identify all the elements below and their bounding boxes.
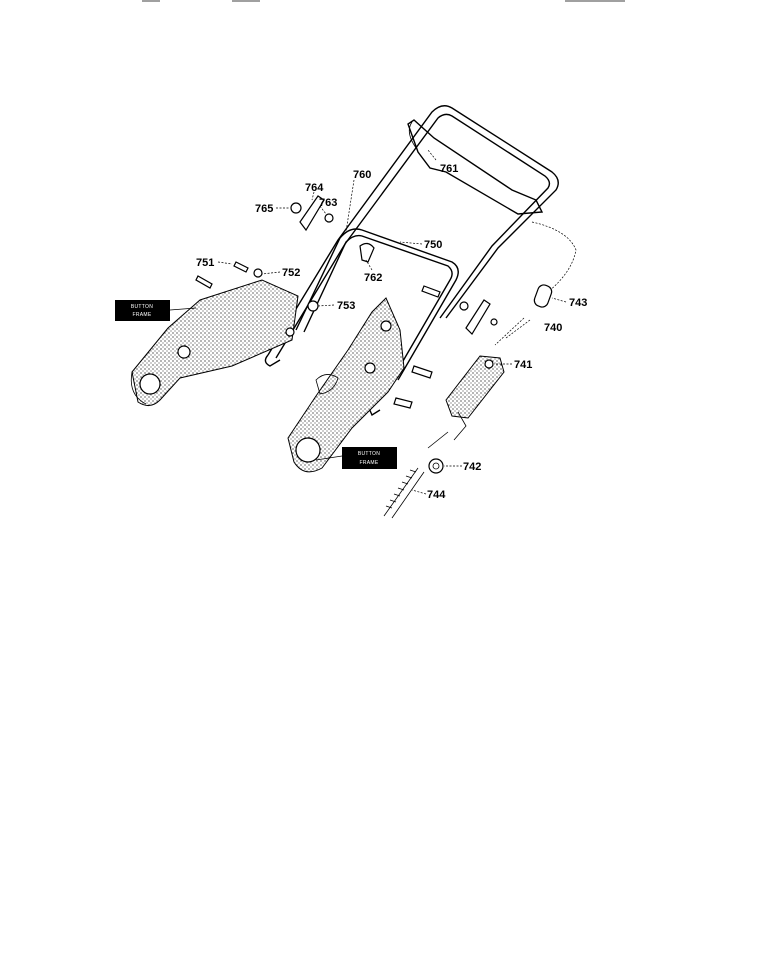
callout-764: 764	[305, 182, 324, 194]
cable-tube	[505, 284, 553, 339]
callout-753: 753	[337, 300, 355, 312]
right-frame-label-line2: FRAME	[360, 460, 379, 466]
callout-751: 751	[196, 257, 214, 269]
right-frame-label-line1: BUTTON	[358, 451, 380, 457]
control-cable	[494, 221, 577, 346]
callout-744: 744	[427, 489, 446, 501]
callout-741: 741	[514, 359, 532, 371]
callout-leaders	[217, 149, 567, 495]
fastener-hardware	[195, 195, 498, 409]
extension-spring	[383, 467, 425, 519]
left-frame-label-line2: FRAME	[133, 312, 152, 318]
callout-numbers: 761 760 764 763 765 750 762 751 752 753 …	[196, 163, 587, 501]
callout-763: 763	[319, 197, 337, 209]
callout-742: 742	[463, 461, 481, 473]
right-frame-label: BUTTON FRAME	[315, 447, 397, 469]
control-bail	[407, 119, 544, 215]
callout-762: 762	[364, 272, 382, 284]
left-frame-label: BUTTON FRAME	[115, 300, 197, 321]
callout-740: 740	[544, 322, 562, 334]
callout-752: 752	[282, 267, 300, 279]
callout-761: 761	[440, 163, 458, 175]
callout-750: 750	[424, 239, 442, 251]
callout-760: 760	[353, 169, 371, 181]
right-button-frame	[287, 297, 405, 473]
left-button-frame	[130, 279, 299, 406]
upper-handle	[264, 105, 559, 367]
callout-743: 743	[569, 297, 587, 309]
left-frame-label-line1: BUTTON	[131, 304, 153, 310]
ring-washer	[427, 431, 449, 474]
bracket-plate	[445, 355, 505, 441]
callout-765: 765	[255, 203, 273, 215]
